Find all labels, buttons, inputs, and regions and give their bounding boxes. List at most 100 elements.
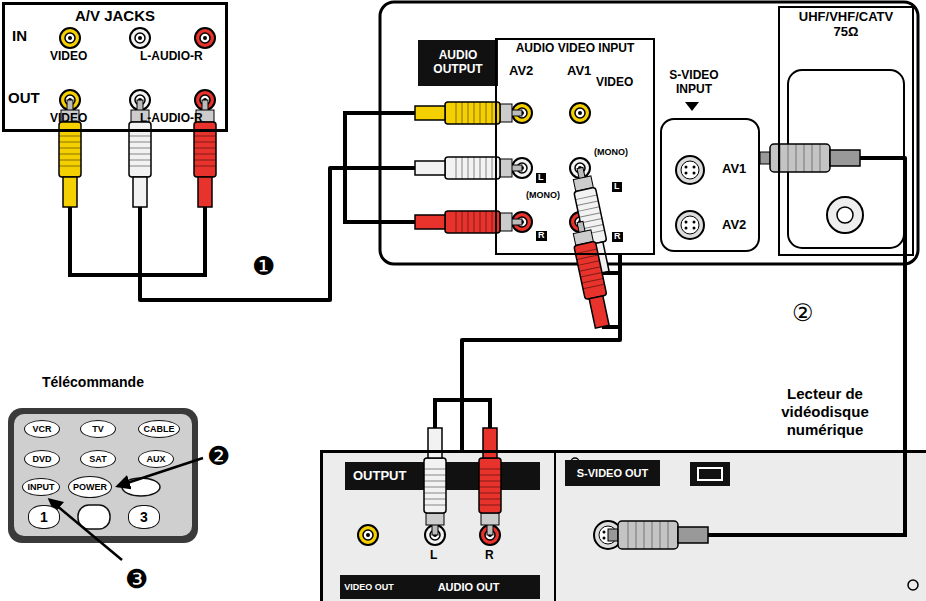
s-video-plug: [608, 144, 860, 549]
channel-letter: R: [536, 231, 547, 241]
node-text: OUTPUT: [353, 469, 406, 484]
node-text: AUX: [146, 454, 165, 464]
s-video-plug: [760, 144, 860, 172]
node-heading: Télécommande: [8, 374, 178, 391]
rca-plug: [415, 157, 522, 179]
dvd-player-panel: [320, 450, 926, 601]
remote-control-body: [122, 478, 160, 496]
tv-back-panel: [676, 211, 704, 239]
jack-label: L-AUDIO-R: [140, 112, 203, 125]
node-text: VCR: [32, 424, 51, 434]
node-text: TV: [92, 424, 104, 434]
channel-letter: L: [536, 173, 546, 183]
antenna-panel: UHF/VHF/CATV 75Ω: [778, 6, 914, 256]
node-text: S-VIDEO OUT: [577, 467, 649, 480]
node-text: AUDIO OUTPUT: [418, 49, 498, 77]
node-text: VIDEO OUT: [344, 582, 394, 592]
dvd-player-panel: [690, 462, 730, 486]
dvd-player-panel: [358, 525, 378, 545]
cable-wire: [435, 400, 490, 428]
dvd-player: Lecteur de vidéodisque numériqueOUTPUTVI…: [320, 450, 926, 601]
remote-control-body: [78, 505, 110, 529]
tv-back-panel: [380, 2, 918, 264]
tv-back-panel: [676, 156, 704, 184]
remote-button: VCR: [24, 420, 60, 438]
remote-button: AUX: [138, 450, 174, 468]
remote-control-body: [14, 414, 192, 536]
tv-back-panel: [685, 102, 699, 111]
node-text: CABLE: [144, 424, 175, 434]
tv-back-panel: [827, 197, 863, 233]
jack-label: VIDEO: [50, 112, 87, 125]
rca-plug: [59, 100, 613, 535]
av-jack-panel: [2, 2, 228, 132]
dvd-player-panel: [698, 468, 722, 480]
callout-number: ②: [792, 300, 814, 326]
node-text: INPUT: [28, 482, 55, 492]
cable: [760, 158, 905, 450]
channel-letter: R: [612, 232, 623, 242]
jack-label: (MONO): [526, 191, 560, 201]
node-heading: S-VIDEO INPUT: [652, 68, 736, 97]
jack-label: VIDEO: [50, 50, 87, 63]
node-text: A/V JACKS: [75, 7, 155, 24]
av-jack-panel: [60, 28, 80, 48]
jack-label: OUT: [8, 90, 40, 107]
section-label: OUTPUT: [345, 462, 540, 490]
jack-label: VIDEO: [596, 76, 633, 89]
rca-plug: [415, 211, 522, 233]
rca-plug: [424, 428, 446, 535]
jack-label-bar: VIDEO OUT: [340, 575, 398, 599]
av-jack-panel: [195, 28, 215, 48]
channel-letter: R: [485, 549, 494, 562]
number-button: 1: [28, 505, 60, 529]
cable-wire: [708, 450, 905, 535]
node-text: UHF/VHF/CATV 75Ω: [791, 10, 901, 40]
node-text: 3: [140, 509, 148, 525]
callout-number: ❶: [252, 252, 275, 281]
channel-letter: L: [612, 182, 622, 192]
jack-label-bar: AUDIO OUT: [397, 575, 540, 599]
callout-number: ❸: [125, 565, 148, 594]
jack-label: AV2: [509, 64, 533, 78]
node-text: AUDIO VIDEO INPUT: [516, 42, 635, 56]
cable-wire: [345, 113, 415, 222]
tv-back-panel: [837, 207, 853, 223]
jack-label: AV1: [567, 64, 591, 78]
node-text: 1: [40, 509, 48, 525]
remote-control-body: [8, 408, 198, 543]
remote-control: TélécommandeVCRTVCABLEDVDSATAUXINPUTPOWE…: [8, 408, 198, 543]
remote-button: CABLE: [138, 420, 180, 438]
node-text: AUDIO OUT: [438, 581, 500, 594]
rca-plug: [569, 220, 613, 329]
jack-label: AV1: [722, 162, 746, 176]
node-text: SAT: [89, 454, 106, 464]
cable-wire: [70, 207, 205, 275]
remote-button: DVD: [24, 450, 60, 468]
tv-back-panel: [380, 2, 918, 264]
node-text: DVD: [32, 454, 51, 464]
jack-label-bar: S-VIDEO OUT: [565, 460, 660, 486]
node-heading: Lecteur de vidéodisque numérique: [760, 385, 890, 439]
remote-button: SAT: [80, 450, 116, 468]
remote-button: INPUT: [22, 478, 60, 496]
section-label: AUDIO OUTPUT: [418, 40, 498, 86]
remote-control-body: [8, 408, 198, 543]
rca-plug: [479, 428, 501, 535]
callout-arrow: [50, 458, 203, 560]
jack-label: IN: [12, 28, 27, 45]
jack-label: (MONO): [594, 148, 628, 158]
s-video-plug: [608, 521, 708, 549]
remote-button: TV: [80, 420, 116, 438]
dvd-player-panel: [908, 580, 918, 590]
tv-back-panel: [570, 103, 590, 123]
dvd-player-panel: [554, 450, 556, 601]
node-text: POWER: [73, 482, 107, 492]
remote-button: POWER: [68, 476, 112, 498]
number-button: 3: [128, 505, 160, 529]
channel-letter: L: [430, 549, 437, 562]
rca-plug: [415, 102, 522, 124]
dvd-player-panel: [320, 450, 926, 601]
